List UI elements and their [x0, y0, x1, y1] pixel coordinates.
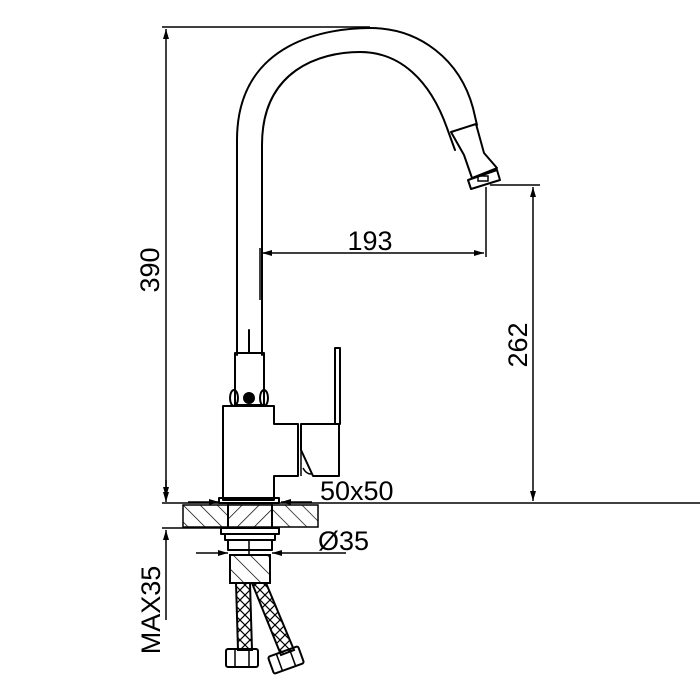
label-spout-reach: 193: [347, 226, 392, 256]
supply-hoses: [225, 582, 305, 675]
label-max-thickness: MAX35: [136, 566, 166, 655]
dimension-shank-diameter: Ø35: [196, 526, 369, 556]
label-shank-diameter: Ø35: [318, 526, 369, 556]
dimension-max-thickness: MAX35: [136, 480, 225, 654]
dimension-base-size: 50x50: [188, 476, 394, 506]
dimension-spout-height: 262: [490, 184, 540, 501]
label-spout-height: 262: [503, 322, 533, 367]
hose-nut-right: [267, 645, 305, 675]
dimension-spout-reach: 193: [259, 187, 487, 300]
label-total-height: 390: [135, 247, 165, 292]
faucet-spout: [236, 27, 501, 356]
hose-nut-left: [225, 648, 259, 668]
faucet-body: [218, 329, 341, 504]
countertop-section: [182, 504, 319, 584]
label-base-size: 50x50: [320, 476, 394, 506]
dimension-total-height: 390: [135, 26, 700, 504]
